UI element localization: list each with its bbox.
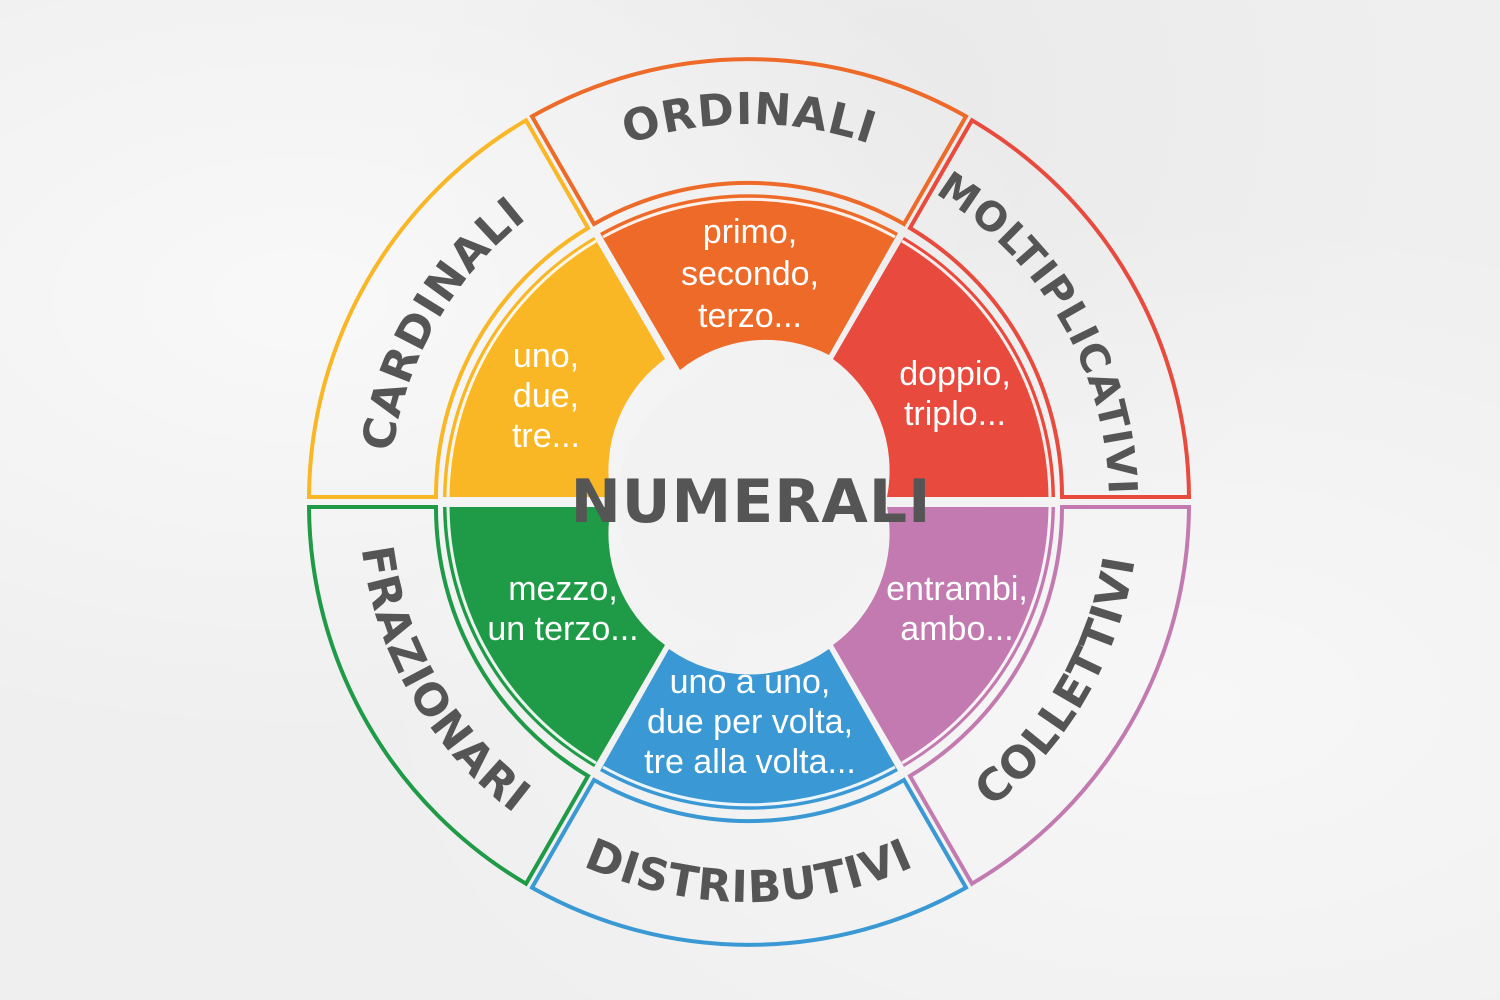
example-line: tre... — [512, 417, 580, 455]
example-line: ambo... — [900, 610, 1013, 648]
wedge-distributivi — [600, 649, 898, 810]
outer-ring-distributivi — [529, 777, 969, 947]
example-line: secondo, — [681, 255, 819, 293]
sector-moltiplicativi — [833, 117, 1192, 499]
label-ordinali: ORDINALI — [616, 84, 882, 155]
outer-ring-frazionari — [306, 505, 591, 887]
examples-moltiplicativi: doppio, triplo... — [899, 355, 1011, 433]
outer-ring-ordinali — [529, 57, 969, 227]
example-line: uno a uno, — [670, 663, 831, 701]
center-circle — [617, 370, 881, 634]
outer-ring-moltiplicativi — [907, 117, 1192, 499]
example-line: uno, — [513, 337, 579, 375]
sector-frazionari — [306, 505, 665, 887]
examples-cardinali: uno, due, tre... — [512, 337, 580, 455]
example-line: un terzo... — [487, 610, 638, 648]
examples-ordinali: primo, secondo, terzo... — [681, 213, 819, 335]
example-line: tre alla volta... — [644, 743, 856, 781]
outer-ring-collettivi — [907, 505, 1192, 887]
sector-distributivi — [529, 649, 969, 947]
outer-ring-cardinali — [306, 117, 591, 499]
example-line: due per volta, — [647, 703, 853, 741]
sector-ordinali — [529, 57, 969, 370]
wedge-cardinali — [443, 237, 665, 497]
example-line: mezzo, — [508, 570, 618, 608]
wedge-collettivi — [833, 507, 1055, 767]
example-line: triplo... — [904, 395, 1006, 433]
example-line: entrambi, — [886, 570, 1028, 608]
wedge-edge-highlights — [446, 197, 1052, 807]
example-line: primo, — [703, 213, 797, 251]
label-distributivi: DISTRIBUTIVI — [578, 829, 919, 913]
example-line: due, — [513, 377, 579, 415]
examples-distributivi: uno a uno, due per volta, tre alla volta… — [644, 663, 856, 781]
examples-collettivi: entrambi, ambo... — [886, 570, 1028, 648]
wedge-moltiplicativi — [833, 237, 1055, 497]
example-line: doppio, — [899, 355, 1011, 393]
wedge-frazionari — [443, 507, 665, 767]
sector-cardinali — [306, 117, 665, 499]
example-line: terzo... — [698, 297, 802, 335]
wedge-ordinali — [600, 194, 898, 370]
center-title: NUMERALI — [571, 467, 932, 537]
sector-collettivi — [833, 505, 1192, 887]
examples-frazionari: mezzo, un terzo... — [487, 570, 638, 648]
